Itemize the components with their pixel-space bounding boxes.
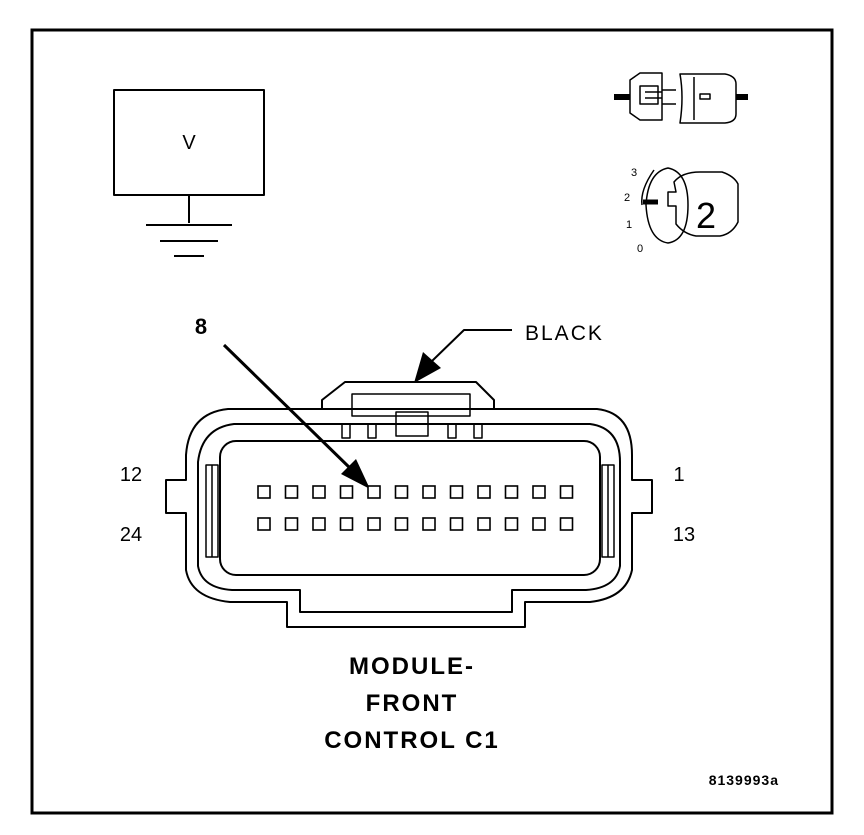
pin-cavity-10 [312,485,326,499]
ignition-position-0: 0 [637,243,643,255]
pin-cavity-21 [339,517,354,531]
pin-cavity-22 [312,517,326,531]
connector-housing [165,381,653,628]
disconnected-connector-icon [614,72,748,124]
connector-title-line-3: CONTROL C1 [324,727,500,754]
wire-color-arrow-head [414,352,441,383]
callout-arrow-head [341,459,370,489]
wire-color-label: BLACK [525,322,604,345]
pin-cavity-7 [394,485,409,499]
pin-grid [257,485,574,531]
diagram-frame [30,28,834,815]
pin-label-bottom-right: 13 [673,524,695,546]
pin-cavity-6 [422,485,436,499]
pin-label-top-right: 1 [673,464,684,486]
pin-cavity-9 [339,485,354,499]
ignition-position-1: 1 [626,219,632,231]
pin-cavity-16 [477,517,491,531]
pin-cavity-2 [532,485,546,499]
pin-cavity-13 [559,517,574,531]
figure-id: 8139993a [709,772,779,788]
pin-label-top-left: 12 [120,464,142,486]
pin-cavity-8 [367,485,381,499]
ignition-position-2: 2 [624,192,630,204]
ignition-selected-position: 2 [696,195,716,236]
ignition-position-3: 3 [631,167,637,179]
wire-color-leader [431,329,512,362]
pin-label-bottom-left: 24 [120,524,142,546]
pin-cavity-20 [367,517,381,531]
pin-cavity-18 [422,517,436,531]
pin-cavity-19 [394,517,409,531]
voltmeter-label: V [182,132,196,154]
pin-cavity-12 [257,485,271,499]
pin-cavity-15 [504,517,519,531]
pin-cavity-1 [559,485,574,499]
connector-title-line-2: FRONT [366,690,459,717]
callout-arrow-line [222,343,354,472]
pin-cavity-17 [449,517,464,531]
callout-pin-number: 8 [195,314,207,339]
ignition-switch-icon: 3 2 1 0 2 [624,167,739,255]
pin-cavity-5 [449,485,464,499]
connector-title-line-1: MODULE- [349,653,475,680]
pin-cavity-4 [477,485,491,499]
pin-cavity-11 [284,485,299,499]
pin-cavity-24 [257,517,271,531]
pin-cavity-3 [504,485,519,499]
voltmeter-symbol: V [113,89,265,257]
pin-cavity-23 [284,517,299,531]
pin-cavity-14 [532,517,546,531]
